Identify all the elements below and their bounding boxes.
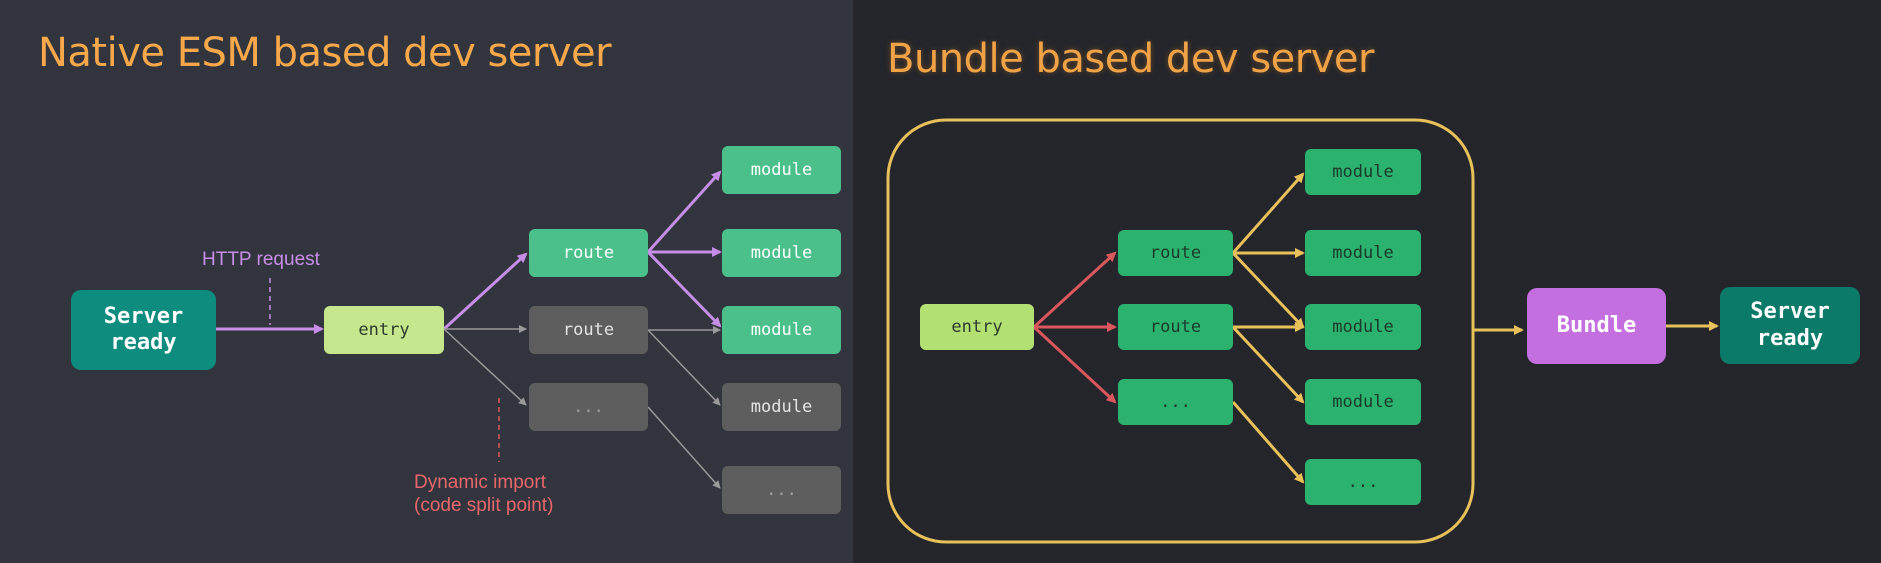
bundle-route-node-3: ... — [1118, 379, 1233, 425]
module-node-2: module — [722, 229, 841, 277]
bundle-arrow-route-1-to-module-3 — [1231, 251, 1305, 329]
entry-node: entry — [324, 306, 444, 354]
arrow-route-1-to-module-1 — [646, 170, 722, 254]
bundle-node: Bundle — [1527, 288, 1666, 364]
bundle-arrow-route-1-to-module-1 — [1231, 172, 1305, 254]
bundle-entry-node: entry — [920, 304, 1034, 350]
bundle-arrow-route-2-to-module-4 — [1231, 325, 1305, 404]
bundle-title: Bundle based dev server — [887, 36, 1374, 82]
bundle-module-node-3: module — [1305, 304, 1421, 350]
arrow-route-2-to-module-4 — [647, 329, 721, 406]
bundle-connectors — [886, 118, 1719, 544]
bundle-route-node-2: route — [1118, 304, 1233, 350]
module-node-4: module — [722, 383, 841, 431]
bundle-server-ready-node: Server ready — [1720, 287, 1860, 364]
bundle-module-node-5: ... — [1305, 459, 1421, 505]
bundle-route-node-1: route — [1118, 230, 1233, 276]
module-node-5: ... — [722, 466, 841, 514]
bundle-arrow-route-3-to-module-5 — [1231, 401, 1305, 484]
arrow-entry-to-route-1 — [442, 252, 528, 331]
bundle-arrow-entry-to-route-3 — [1032, 325, 1117, 404]
module-node-3: module — [722, 306, 841, 354]
http-request-label: HTTP request — [202, 249, 320, 270]
native-esm-panel: Native ESM based dev server Server ready… — [0, 0, 853, 563]
server-ready-node: Server ready — [71, 290, 216, 370]
route-node-2: route — [529, 306, 648, 354]
bundle-arrow-entry-to-route-1 — [1032, 251, 1117, 329]
arrow-entry-to-route-3 — [443, 328, 527, 406]
bundle-module-node-2: module — [1305, 230, 1421, 276]
dynamic-import-label: Dynamic import (code split point) — [414, 472, 554, 516]
bundle-module-node-4: module — [1305, 379, 1421, 425]
native-esm-title: Native ESM based dev server — [38, 30, 612, 76]
bundle-panel: Bundle based dev server entry route — [853, 0, 1881, 563]
native-esm-connectors — [216, 170, 722, 489]
route-node-3: ... — [529, 383, 648, 431]
bundle-module-node-1: module — [1305, 149, 1421, 195]
module-node-1: module — [722, 146, 841, 194]
arrow-route-1-to-module-3 — [646, 250, 722, 328]
arrow-route-3-to-module-5 — [647, 406, 721, 489]
route-node-1: route — [529, 229, 648, 277]
